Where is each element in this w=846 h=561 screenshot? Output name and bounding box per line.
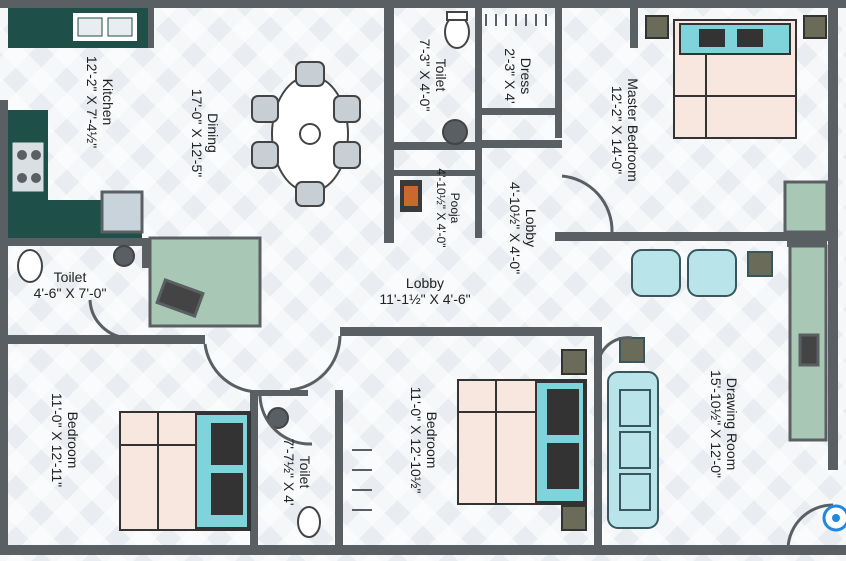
- room-label-lobby-main: Lobby 11'-1½" X 4'-6": [379, 275, 470, 307]
- room-size: 12'-2" X 7'-4½": [84, 55, 100, 149]
- room-name: Toilet: [433, 58, 450, 92]
- room-name: Toilet: [53, 268, 87, 285]
- room-label-dining: Dining 17'-0" X 12'-5": [189, 89, 221, 177]
- dining-table: [251, 61, 361, 207]
- room-label-bedroom-center: Bedroom 11'-0" X 12'-10½": [408, 387, 440, 494]
- room-name: Drawing Room: [724, 377, 741, 471]
- window-grilles: [352, 14, 547, 511]
- room-size: 4'-10½" X 4'-0": [434, 168, 448, 248]
- room-size: 2'-3" X 4': [502, 48, 518, 104]
- room-name: Lobby: [405, 274, 445, 291]
- room-label-master-bedroom: Master Bedroom 12'-2" X 14'-0": [609, 78, 641, 181]
- room-size: 11'-1½" X 4'-6": [379, 291, 471, 307]
- room-label-toilet-top: Toilet 7'-3" X 4'-0": [417, 39, 449, 112]
- door-swings: [88, 174, 834, 549]
- bedroom-left-bed: [119, 411, 251, 531]
- entry-marker-icon: [822, 504, 846, 532]
- room-size: 15'-10½" X 12'-0": [708, 370, 724, 478]
- room-size: 12'-2" X 14'-0": [609, 85, 625, 175]
- room-name: Pooja: [447, 192, 462, 224]
- pooja-unit: [400, 180, 422, 212]
- room-size: 17'-0" X 12'-5": [189, 88, 205, 178]
- room-name: Toilet: [297, 455, 314, 489]
- room-size: 11'-0" X 12'-10½": [408, 386, 424, 494]
- room-label-bedroom-left: Bedroom 11'-0" X 12'-11": [49, 393, 81, 487]
- room-label-toilet-bottom: Toilet 7'-7½" X 4': [281, 438, 313, 505]
- room-size: 4'-6" X 7'-0": [33, 285, 107, 301]
- room-size: 4'-10½" X 4'-0": [507, 181, 523, 275]
- room-label-toilet-left: Toilet 4'-6" X 7'-0": [34, 269, 107, 301]
- room-name: Dining: [205, 113, 222, 153]
- room-label-kitchen: Kitchen 12'-2" X 7'-4½": [84, 56, 116, 148]
- room-label-dress: Dress 2'-3" X 4': [502, 48, 534, 103]
- toilet-fixtures: [17, 11, 470, 538]
- room-name: Master Bedroom: [625, 78, 642, 182]
- room-name: Kitchen: [100, 78, 117, 126]
- room-size: 7'-7½" X 4': [281, 438, 297, 506]
- room-label-drawing-room: Drawing Room 15'-10½" X 12'-0": [708, 370, 740, 478]
- cabinets: [148, 180, 829, 442]
- room-name: Dress: [518, 57, 535, 95]
- room-name: Lobby: [523, 208, 540, 248]
- room-size: 7'-3" X 4'-0": [417, 38, 433, 112]
- drawing-room-sofa: [607, 249, 773, 529]
- room-name: Bedroom: [424, 411, 441, 469]
- master-bed: [645, 15, 827, 139]
- room-label-lobby-small: Lobby 4'-10½" X 4'-0": [507, 182, 539, 274]
- bedroom-center-bed: [457, 349, 587, 531]
- kitchen-counter: [8, 8, 148, 238]
- room-size: 11'-0" X 12'-11": [49, 392, 65, 488]
- room-label-pooja: Pooja 4'-10½" X 4'-0": [433, 168, 462, 248]
- room-name: Bedroom: [65, 411, 82, 469]
